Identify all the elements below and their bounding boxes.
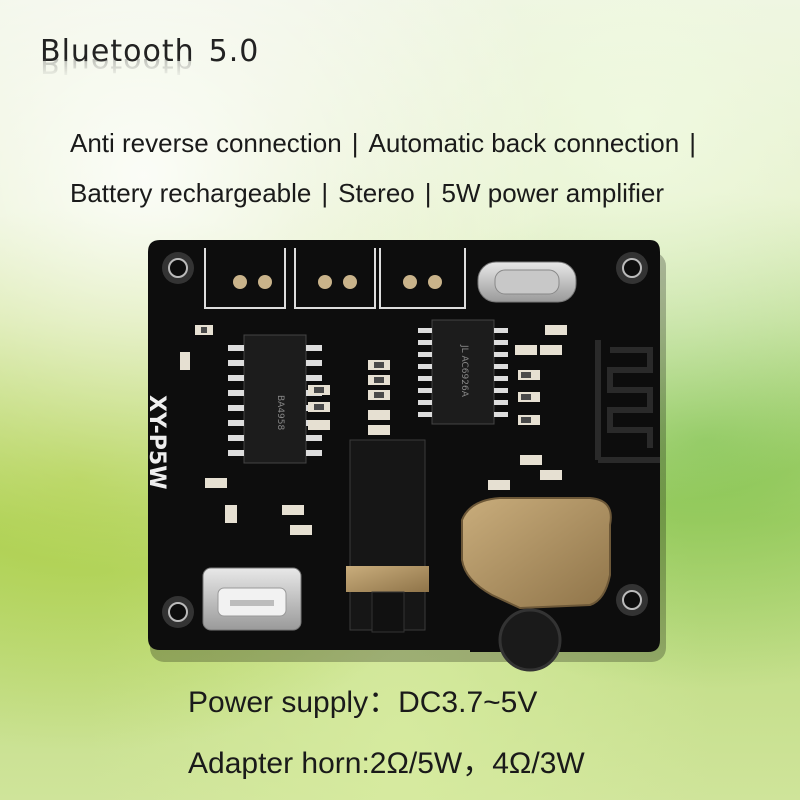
title-block: Bluetooth 5.0 Bluetooth <box>40 34 259 79</box>
power-supply-label: Power supply： <box>188 686 399 719</box>
mounting-hole <box>616 584 648 616</box>
feature-line-1: Anti reverse connection | Automatic back c… <box>70 128 706 159</box>
power-supply-value: DC3.7~5V <box>398 686 538 719</box>
feature-stereo: Stereo <box>338 178 415 208</box>
chip2-text: JL AC6926A <box>459 344 469 398</box>
feature-auto-back: Automatic back connection <box>368 128 680 158</box>
terminal-outlines <box>204 248 466 309</box>
audio-jack <box>346 439 429 633</box>
title-version: 5.0 <box>208 34 260 69</box>
feature-amplifier: 5W power amplifier <box>441 178 665 208</box>
smd-components <box>180 325 567 535</box>
separator: | <box>351 128 359 158</box>
feature-line-2: Battery rechargeable | Stereo | 5W power amp… <box>70 178 664 209</box>
mounting-hole <box>616 252 648 284</box>
amplifier-chip: BA4958 <box>228 334 322 464</box>
board-silkscreen-label: XY-P5W <box>144 395 169 490</box>
mounting-hole <box>162 252 194 284</box>
adapter-horn-spec: Adapter horn:2Ω/5W，4Ω/3W <box>188 738 585 782</box>
separator: | <box>689 128 696 158</box>
separator: | <box>424 178 432 208</box>
chip1-text: BA4958 <box>275 395 285 431</box>
power-supply-spec: Power supply：DC3.7~5V <box>188 677 537 721</box>
micro-usb-port <box>202 567 302 631</box>
pcb-antenna <box>595 340 660 463</box>
mounting-hole <box>162 596 194 628</box>
volume-potentiometer <box>461 497 612 672</box>
bluetooth-chip: JL AC6926A <box>418 319 508 425</box>
crystal-oscillator <box>477 261 577 303</box>
terminal-pads <box>233 275 442 289</box>
title-main: Bluetooth <box>40 34 195 69</box>
adapter-horn-value: 2Ω/5W，4Ω/3W <box>369 747 585 780</box>
feature-anti-reverse: Anti reverse connection <box>70 128 342 158</box>
feature-battery: Battery rechargeable <box>70 178 312 208</box>
title: Bluetooth 5.0 <box>40 34 259 69</box>
separator: | <box>321 178 329 208</box>
adapter-horn-label: Adapter horn: <box>188 747 370 780</box>
